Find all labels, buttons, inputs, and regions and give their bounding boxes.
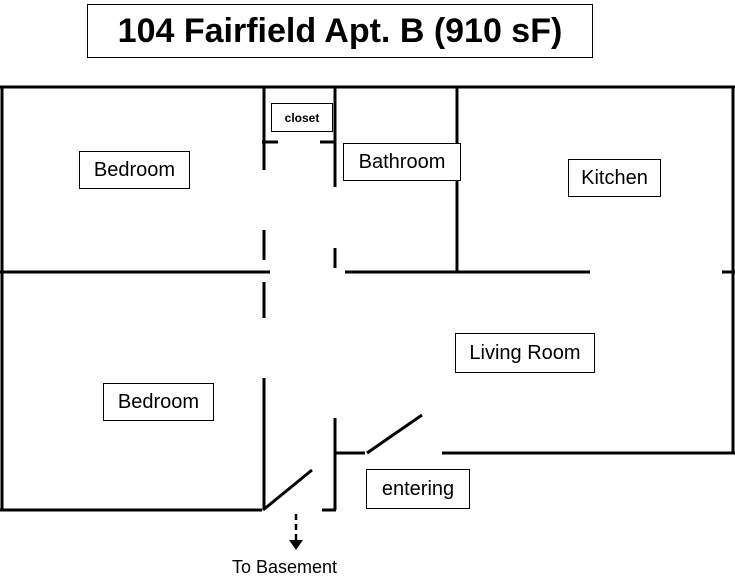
- kitchen-label: Kitchen: [568, 159, 661, 197]
- entry-door: [366, 413, 423, 455]
- closet-label: closet: [271, 103, 333, 132]
- plan-title: 104 Fairfield Apt. B (910 sF): [87, 4, 593, 58]
- basement-door: [262, 468, 313, 512]
- bedroom-top-label: Bedroom: [79, 151, 190, 189]
- bathroom-label: Bathroom: [343, 143, 461, 181]
- basement-arrow-head: [289, 540, 303, 550]
- bedroom-bottom-label: Bedroom: [103, 383, 214, 421]
- entering-label: entering: [366, 469, 470, 509]
- living-room-label: Living Room: [455, 333, 595, 373]
- basement-label: To Basement: [232, 557, 338, 577]
- walls: [0, 85, 735, 512]
